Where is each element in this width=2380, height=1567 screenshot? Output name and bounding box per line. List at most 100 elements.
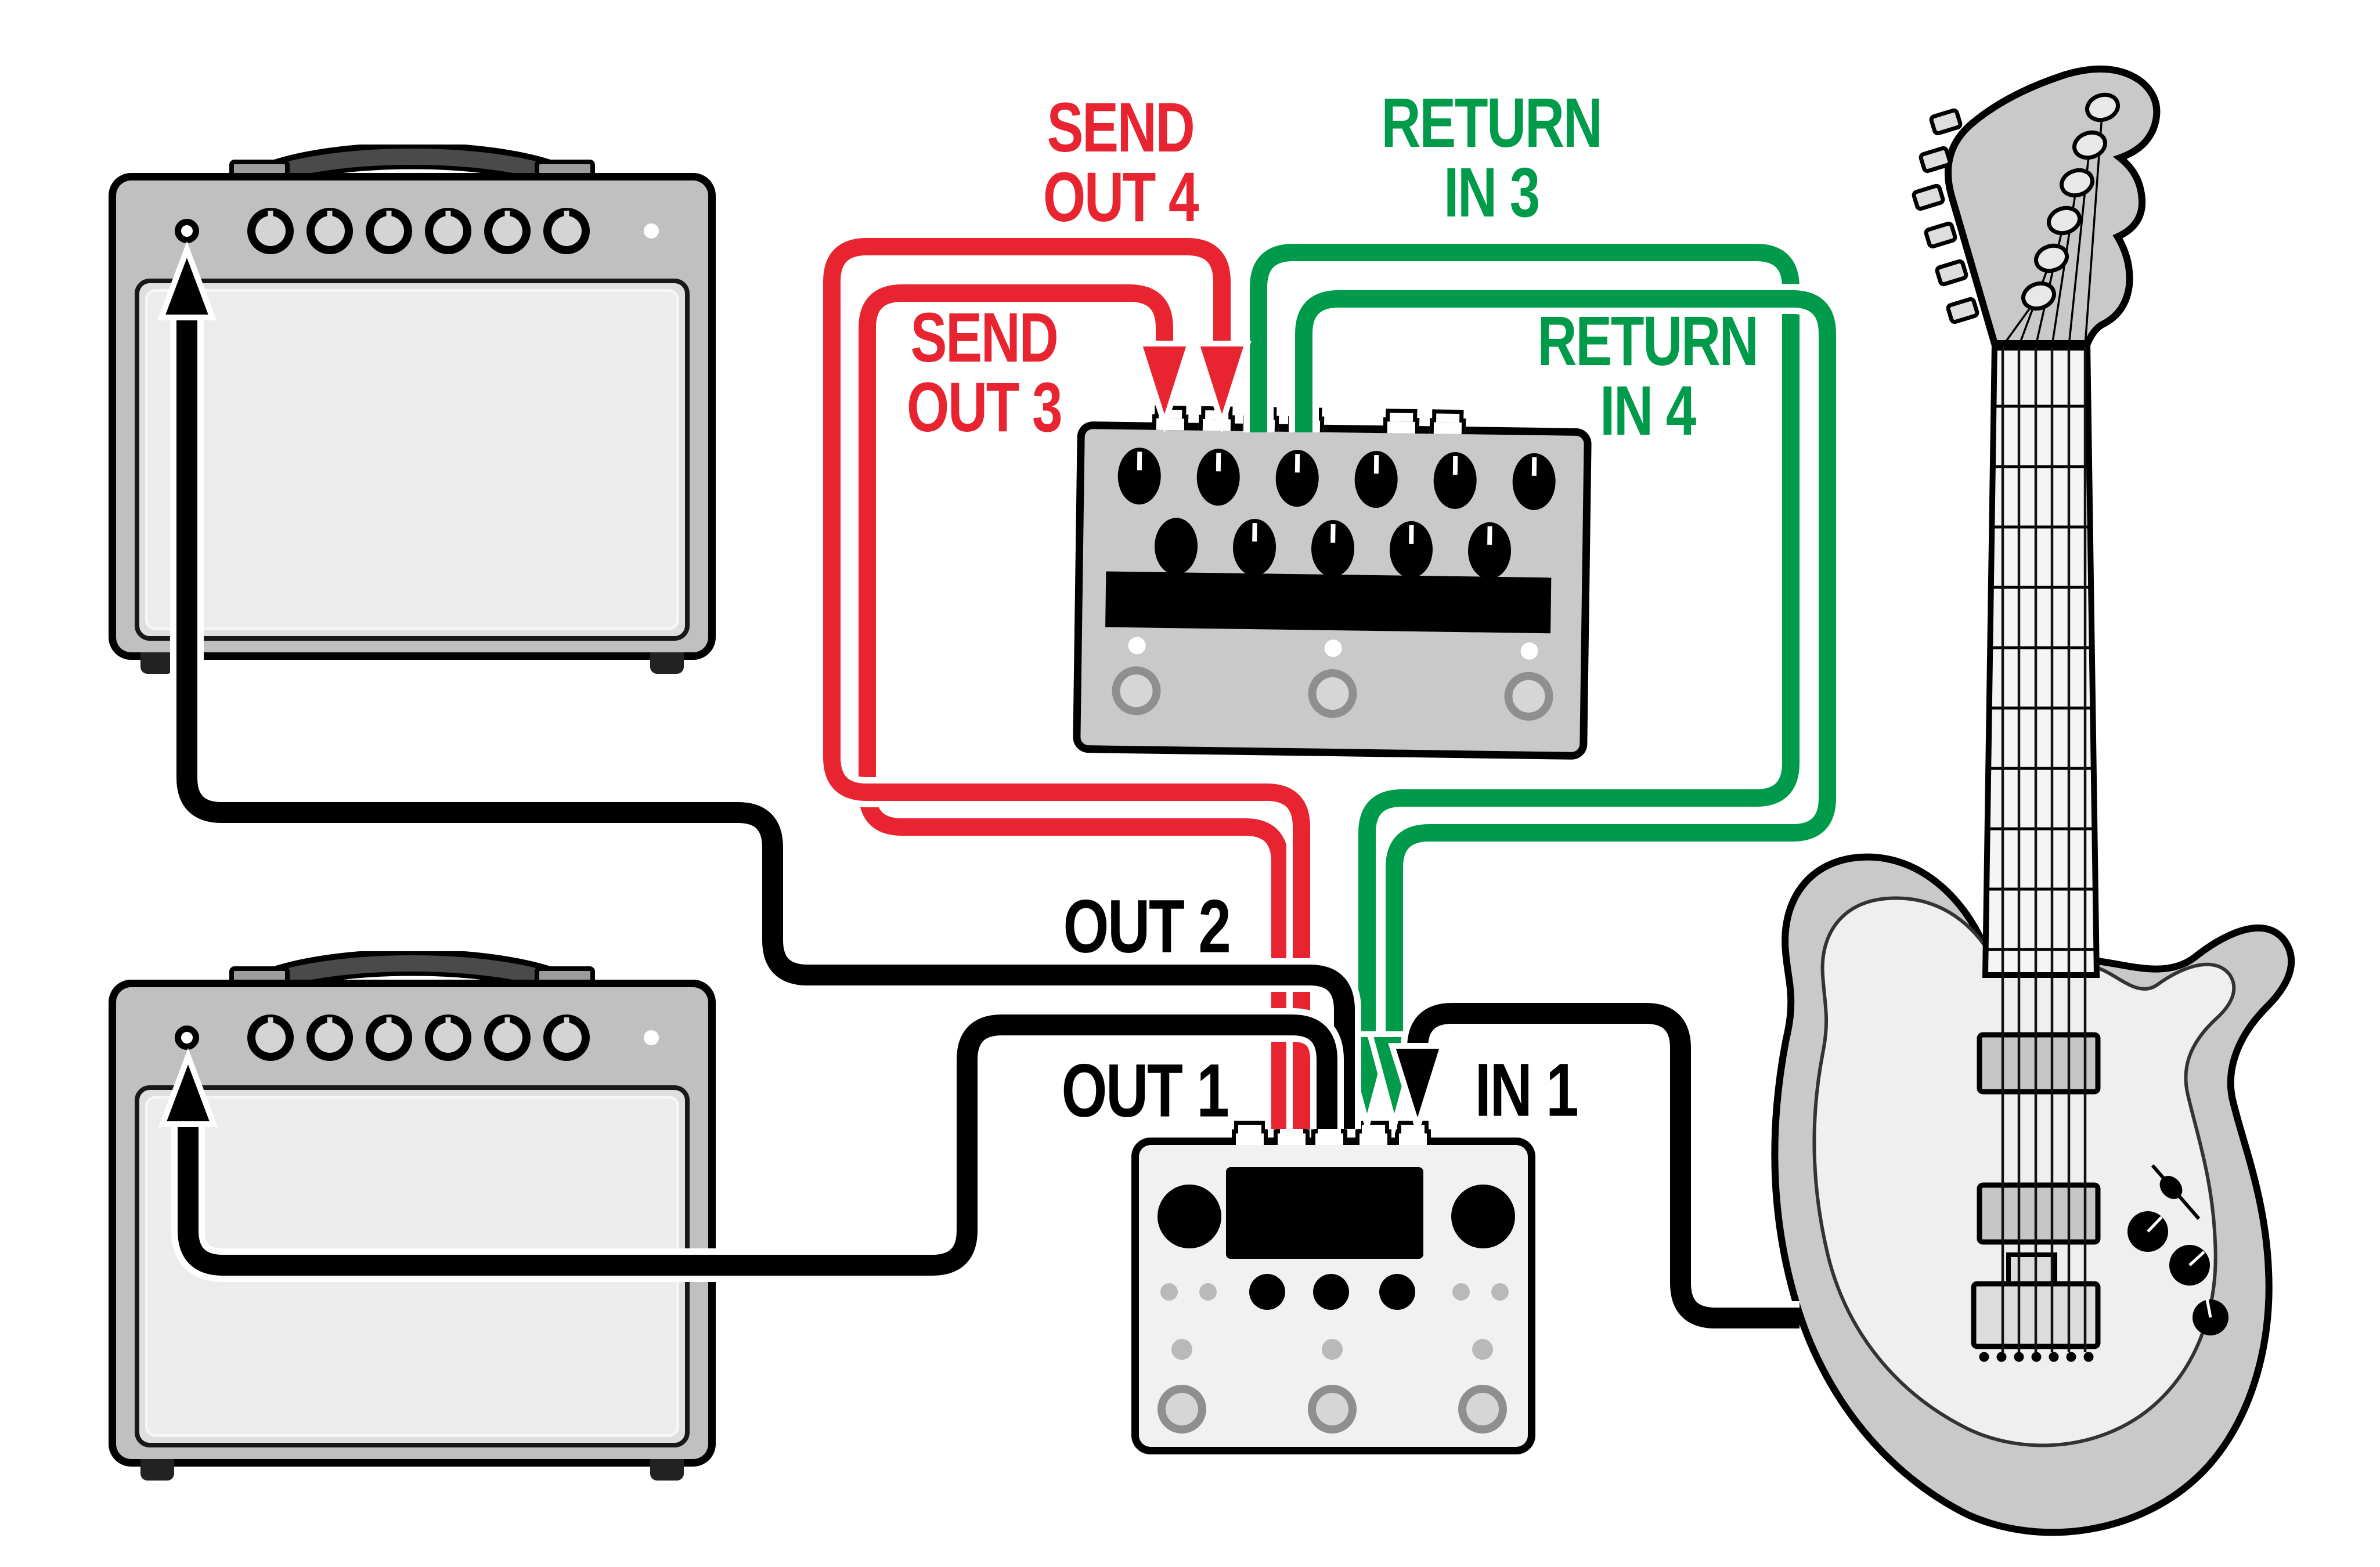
floor-button bbox=[1160, 1283, 1178, 1301]
fx-jack-return-out-3 bbox=[1242, 415, 1279, 432]
guitar-tuners bbox=[1912, 108, 1979, 324]
floor-knob bbox=[1451, 1185, 1515, 1248]
fx-jack-return-out-4 bbox=[1288, 416, 1325, 432]
guitar-pickup-neck bbox=[1977, 1032, 2101, 1095]
label-send-out-3: SEND OUT 3 bbox=[906, 298, 1063, 446]
amp-input-jack bbox=[175, 1026, 199, 1050]
fx-knob bbox=[1196, 448, 1241, 506]
amp-knob bbox=[306, 208, 353, 254]
guitar-bridge-pins bbox=[1979, 1352, 2094, 1362]
floor-led bbox=[1322, 1339, 1343, 1360]
fx-knob bbox=[1467, 522, 1512, 580]
floor-footswitch bbox=[1308, 1385, 1357, 1434]
amp-input-jack bbox=[175, 219, 199, 243]
label-send-out-4: SEND OUT 4 bbox=[1043, 88, 1199, 236]
amp-foot bbox=[140, 652, 174, 674]
floor-jack-in-1 bbox=[1395, 1129, 1431, 1145]
guitar-pickguard bbox=[1812, 896, 2236, 1447]
fx-jack bbox=[1429, 418, 1466, 435]
guitar-headstock bbox=[1945, 65, 2161, 347]
fx-knob bbox=[1512, 453, 1556, 511]
amp-foot bbox=[650, 1459, 684, 1481]
fx-led bbox=[1520, 642, 1538, 660]
amp-pilot-lamp bbox=[644, 223, 659, 239]
amp-speaker-grille bbox=[135, 279, 690, 641]
guitar-body bbox=[1771, 853, 2295, 1536]
guitar-pickup-switch bbox=[2159, 1176, 2183, 1199]
fx-knob bbox=[1354, 450, 1398, 508]
amp-knob bbox=[306, 1014, 353, 1061]
amp-cabinet bbox=[116, 180, 708, 674]
fx-led bbox=[1324, 639, 1342, 658]
fx-knob bbox=[1154, 517, 1198, 575]
floor-display bbox=[1226, 1167, 1423, 1259]
guitar-switch-lever bbox=[2151, 1164, 2201, 1220]
floor-knob bbox=[1313, 1274, 1349, 1310]
floor-led bbox=[1472, 1339, 1493, 1360]
guitar-frets bbox=[1986, 405, 2096, 951]
fx-knob bbox=[1311, 519, 1355, 577]
fx-knob bbox=[1275, 449, 1319, 507]
floor-knob bbox=[1249, 1274, 1285, 1310]
floor-knob bbox=[1157, 1185, 1221, 1248]
amp-pilot-lamp bbox=[644, 1030, 659, 1045]
amp-knob bbox=[425, 208, 471, 254]
floor-jack bbox=[1232, 1129, 1268, 1145]
fx-knob bbox=[1389, 521, 1433, 579]
fx-unit bbox=[1080, 414, 1584, 752]
amp-bottom bbox=[116, 951, 708, 1481]
amp-handle bbox=[229, 145, 595, 183]
amp-foot bbox=[650, 652, 684, 674]
fx-display bbox=[1105, 571, 1552, 634]
fx-jack bbox=[1383, 417, 1420, 434]
fx-knob bbox=[1117, 447, 1162, 505]
amp-knob bbox=[366, 1014, 412, 1061]
guitar-nut bbox=[1993, 342, 2089, 351]
return-in-4-arrow bbox=[1366, 1031, 1423, 1136]
amp-knob bbox=[484, 1014, 531, 1061]
label-in-1: IN 1 bbox=[1474, 1047, 1579, 1132]
label-out-1: OUT 1 bbox=[1061, 1048, 1229, 1133]
guitar-head-strings bbox=[2002, 107, 2104, 347]
label-return-in-4: RETURN IN 4 bbox=[1537, 301, 1759, 450]
amp-knob bbox=[247, 1014, 294, 1061]
amp-knob bbox=[484, 208, 531, 254]
amp-top bbox=[116, 145, 708, 674]
label-out-2: OUT 2 bbox=[1063, 883, 1231, 969]
fx-jack-send-in-4 bbox=[1198, 414, 1235, 431]
fx-footswitch bbox=[1503, 671, 1554, 721]
floor-jack-return-in bbox=[1355, 1129, 1391, 1145]
guitar-bridge-tab bbox=[2006, 1252, 2057, 1291]
fx-led bbox=[1128, 637, 1146, 655]
fx-jack-send-in-3 bbox=[1152, 414, 1189, 431]
fx-footswitch bbox=[1111, 666, 1162, 716]
guitar-strings bbox=[2001, 347, 2087, 1352]
amp-foot bbox=[140, 1459, 174, 1481]
amp-knob bbox=[425, 1014, 471, 1061]
amp-handle bbox=[229, 951, 595, 990]
label-return-in-3: RETURN IN 3 bbox=[1381, 83, 1603, 232]
floor-unit bbox=[1139, 1129, 1528, 1447]
floor-knob bbox=[1379, 1274, 1415, 1310]
floor-button bbox=[1491, 1283, 1509, 1301]
guitar-tuning-pegs bbox=[2021, 92, 2120, 311]
guitar-bridge bbox=[1971, 1281, 2101, 1349]
floor-button bbox=[1199, 1283, 1217, 1301]
floor-button bbox=[1452, 1283, 1470, 1301]
floor-jack-send-out bbox=[1274, 1129, 1310, 1145]
amp-knob bbox=[247, 208, 294, 254]
amp-knob bbox=[366, 208, 412, 254]
fx-footswitch bbox=[1307, 669, 1358, 718]
floor-footswitch bbox=[1157, 1385, 1206, 1434]
amp-knob bbox=[543, 208, 590, 254]
amp-knob bbox=[543, 1014, 590, 1061]
guitar-neck bbox=[1982, 341, 2100, 978]
guitar-control-knobs bbox=[2127, 1211, 2228, 1335]
floor-led bbox=[1171, 1339, 1192, 1360]
in-1-arrow bbox=[1388, 1043, 1447, 1137]
floor-jack-out bbox=[1311, 1129, 1347, 1145]
fx-knob bbox=[1232, 518, 1276, 576]
floor-footswitch bbox=[1458, 1385, 1507, 1434]
amp-speaker-grille bbox=[135, 1085, 690, 1447]
